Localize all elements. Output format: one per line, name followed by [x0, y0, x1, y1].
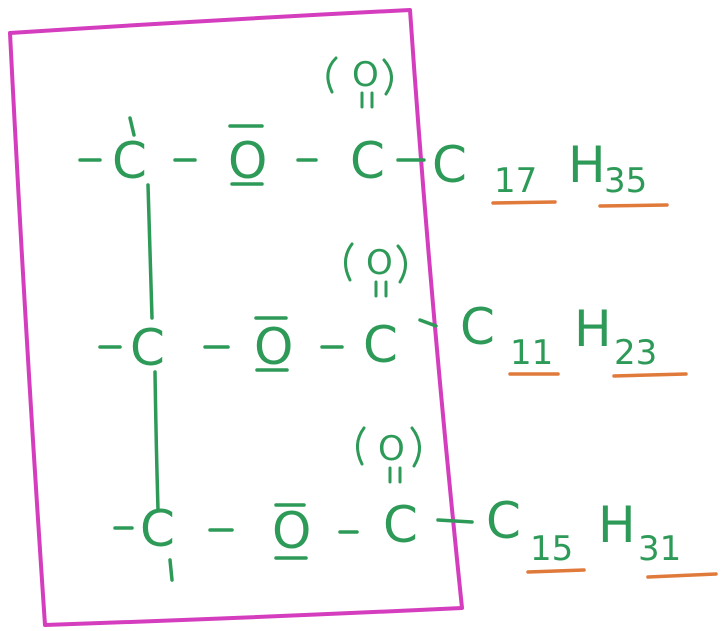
row-3-carbonyl-carbon: C [383, 496, 418, 554]
row-3: C O C O C 15 H 31 [113, 426, 718, 582]
row-3-chain-h-count: 31 [638, 529, 681, 569]
row-1-carbonyl-carbon: C [350, 132, 385, 190]
row-3-chain-h: H [598, 496, 636, 554]
row-3-c-count-underline [526, 568, 586, 574]
row-1-chain-h: H [568, 136, 606, 194]
glycerol-ester-highlight-box [8, 8, 464, 627]
row-2: C O C O C 11 H 23 [98, 242, 688, 378]
row-1-chain-c: C [432, 136, 467, 194]
row-1-chain-c-count: 17 [494, 161, 537, 201]
row-3-chain-c-count: 15 [530, 529, 573, 569]
row-3-ester-oxygen: O [272, 502, 311, 560]
row-3-carbonyl-lone-pair-left [356, 426, 366, 466]
row-2-carbonyl-carbon: C [363, 316, 398, 374]
backbone-bond-2-3 [153, 370, 160, 512]
row-2-carbonyl-lone-pair-left [344, 242, 354, 282]
row-2-chain-h-count: 23 [614, 333, 657, 373]
row-1-chain-h-count: 35 [604, 161, 647, 201]
row-2-chain-h: H [574, 300, 612, 358]
backbone-bond-1-2 [146, 183, 154, 320]
row-1-ester-oxygen: O [228, 132, 267, 190]
row-1-carbonyl-lone-pair-right [382, 58, 393, 96]
row-2-chain-c: C [460, 298, 495, 356]
row-3-glycerol-carbon: C [140, 500, 175, 558]
row-1-top-bond [128, 116, 136, 137]
row-1-h-count-underline [598, 203, 669, 208]
row-2-bond-chain [418, 318, 438, 328]
row-2-chain-c-count: 11 [510, 333, 553, 373]
row-3-bond-chain [436, 518, 474, 524]
row-2-glycerol-carbon: C [130, 319, 165, 377]
row-3-carbonyl-lone-pair-right [410, 426, 421, 468]
row-1-carbonyl-lone-pair-left [326, 56, 338, 94]
row-3-bottom-bond [168, 558, 174, 582]
row-1-carbonyl-oxygen: O [352, 55, 379, 95]
row-1-c-count-underline [491, 200, 557, 205]
row-2-ester-oxygen: O [254, 318, 293, 376]
row-1: C O C O C 17 H 35 [78, 55, 669, 208]
row-3-chain-c: C [486, 492, 521, 550]
row-1-glycerol-carbon: C [112, 132, 147, 190]
row-2-carbonyl-oxygen: O [366, 243, 393, 283]
row-3-h-count-underline [646, 572, 718, 579]
row-2-carbonyl-lone-pair-right [396, 244, 407, 284]
row-3-carbonyl-oxygen: O [378, 429, 405, 469]
row-2-h-count-underline [612, 372, 688, 378]
